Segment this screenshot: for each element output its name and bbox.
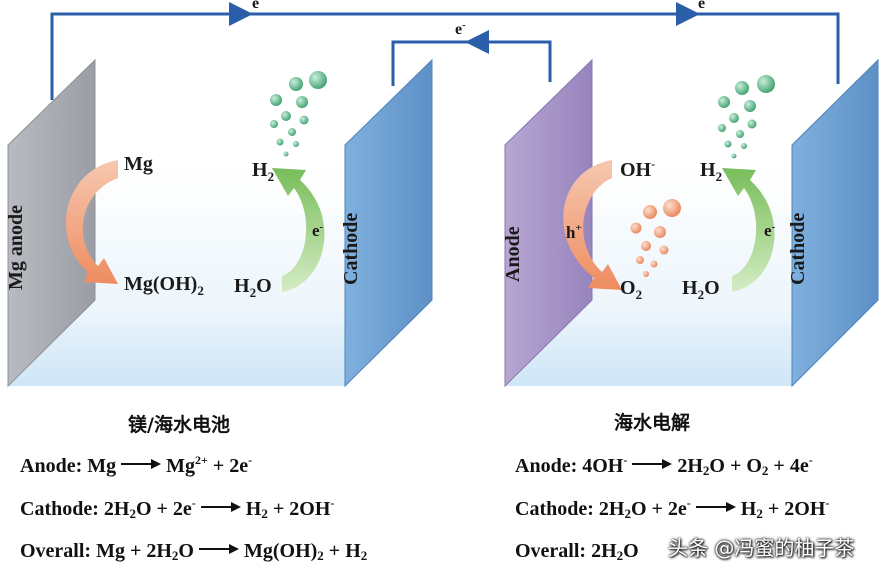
reaction-arrow [695, 502, 736, 512]
electrolysis-anode-equation: Anode: 4OH-2H2O + O2 + 4e- [515, 453, 813, 478]
battery-cathode-equation: Cathode: 2H2O + 2e-H2 + 2OH- [20, 496, 335, 521]
battery-mg-label: Mg [124, 153, 153, 175]
electrolysis-o2-label: O2 [620, 277, 642, 302]
battery-h2-label: H2 [252, 159, 274, 184]
electrolysis-o2-bubbles [630, 199, 681, 277]
reaction-arrow [632, 459, 673, 469]
watermark: 头条 @冯蜜的柚子茶 [668, 536, 855, 560]
wire-electron-label-left: e- [252, 0, 263, 12]
battery-caption: 镁/海水电池 [128, 414, 230, 436]
electrolysis-caption: 海水电解 [614, 412, 691, 434]
battery-cathode-label: Cathode [340, 213, 362, 285]
wire-electron-label-inner: e- [455, 19, 466, 38]
mg-anode-plate [7, 58, 96, 388]
electrolysis-cathode-plate [791, 58, 879, 388]
battery-cathode-plate [344, 58, 433, 388]
electrolysis-h2-bubbles [718, 75, 775, 159]
electrolysis-cathode-equation: Cathode: 2H2O + 2e-H2 + 2OH- [515, 496, 830, 521]
electrolysis-oh-label: OH- [620, 157, 655, 181]
battery-h2o-label: H2O [234, 275, 272, 300]
reaction-arrow [198, 544, 239, 554]
battery-mgoh2-label: Mg(OH)2 [124, 273, 204, 298]
wire-electron-label-right: e- [698, 0, 709, 12]
reaction-arrow [121, 459, 162, 469]
battery-oxidation-arrow [65, 160, 118, 284]
electrolysis-cathode-label: Cathode [787, 213, 809, 285]
electrolysis-reduction-arrow [722, 168, 775, 292]
battery-reduction-arrow [272, 168, 325, 292]
electrolysis-electron-label: e- [764, 221, 776, 240]
electrolysis-h2-label: H2 [700, 159, 722, 184]
electrolysis-h2o-label: H2O [682, 277, 720, 302]
electrolysis-anode-plate [504, 58, 593, 388]
battery-h2-bubbles [270, 71, 327, 157]
reaction-arrow [200, 502, 241, 512]
mg-anode-label: Mg anode [5, 205, 27, 290]
battery-electron-label: e- [312, 221, 324, 240]
electrolysis-oxidation-arrow [563, 160, 622, 290]
electrolysis-hole-label: h+ [566, 222, 582, 242]
electrolysis-anode-label: Anode [502, 226, 524, 282]
external-wire-outer [50, 12, 840, 100]
electrolysis-overall-equation: Overall: 2H2O [515, 540, 639, 563]
